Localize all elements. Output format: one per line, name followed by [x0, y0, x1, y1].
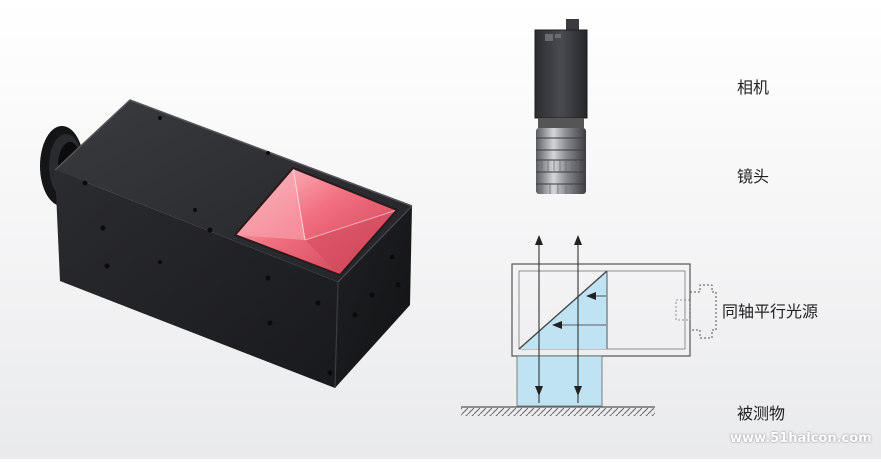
- housing-front-face: [55, 170, 338, 388]
- arrow-up-icon: [574, 235, 582, 245]
- arrow-up-icon: [535, 235, 543, 245]
- housing-screws: [82, 116, 401, 376]
- led-module: [689, 284, 717, 339]
- arrow-left-icon: [552, 321, 562, 329]
- arrow-left-icon: [586, 292, 596, 300]
- label-object: 被测物: [737, 404, 786, 423]
- watermark: www.51halcon.com: [730, 431, 872, 446]
- label-lens: 镜头: [737, 167, 770, 186]
- label-camera: 相机: [737, 78, 770, 97]
- camera-icon: [534, 19, 588, 119]
- beam-column: [517, 356, 602, 406]
- beam-splitter-icon: [518, 270, 608, 350]
- arrow-down-icon: [574, 386, 582, 396]
- ground-hatch-icon: [461, 408, 655, 416]
- arrow-down-icon: [535, 386, 543, 396]
- product-photo: [40, 99, 413, 389]
- lens-icon: [536, 118, 586, 194]
- coaxial-light-schematic: [461, 235, 717, 416]
- label-coaxial-light: 同轴平行光源: [722, 302, 819, 321]
